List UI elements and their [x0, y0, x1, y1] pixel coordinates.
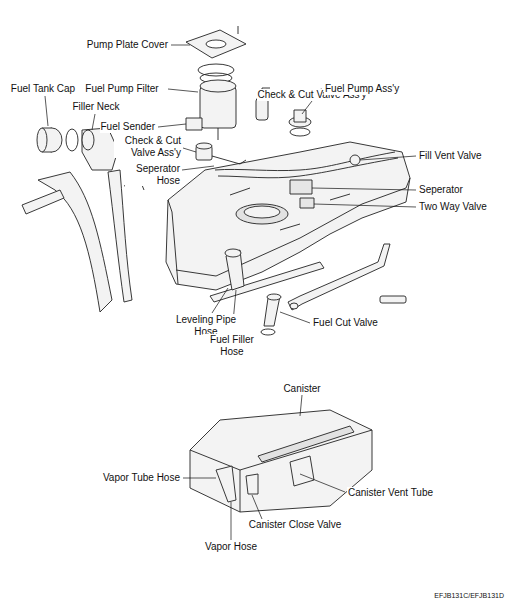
part-label: Filler Neck	[71, 101, 120, 113]
fuel-sender	[186, 118, 202, 130]
canister	[190, 410, 372, 512]
part-label: Canister Close Valve	[248, 519, 343, 531]
tank-strap	[288, 244, 390, 310]
filler-neck	[82, 128, 118, 170]
part-label: Canister	[282, 383, 321, 395]
bolt	[380, 296, 406, 303]
part-label: Fuel Pump Filter	[84, 83, 159, 95]
part-label: Vapor Tube Hose	[102, 472, 181, 484]
part-label: Fuel Pump Ass'y	[324, 83, 400, 95]
filler-hose	[38, 172, 112, 312]
part-label: Fuel Sender	[100, 121, 156, 133]
vapor-hose	[216, 466, 236, 502]
fuel-pump	[256, 98, 268, 120]
fuel-cut-valve	[264, 296, 280, 326]
part-label: Seperator	[418, 184, 464, 196]
part-label: Fuel Filler Hose	[203, 334, 261, 357]
part-label: Pump Plate Cover	[86, 39, 169, 51]
part-label: Fill Vent Valve	[418, 150, 483, 162]
leader-lines	[45, 45, 416, 540]
part-label: Fuel Tank Cap	[10, 83, 76, 95]
part-label: Check & Cut Valve Ass'y	[114, 135, 182, 158]
part-label: Fuel Cut Valve	[312, 317, 379, 329]
part-label: EFJB131C/EFJB131D	[433, 592, 505, 600]
part-label: Two Way Valve	[418, 201, 488, 213]
part-label: Canister Vent Tube	[347, 487, 434, 499]
canister-close-valve	[246, 474, 258, 494]
part-label: Vapor Hose	[204, 541, 258, 553]
part-label: Seperator Hose	[125, 163, 181, 186]
pump-plate-cover	[186, 30, 246, 58]
leveling-pipe-hose	[226, 250, 244, 290]
